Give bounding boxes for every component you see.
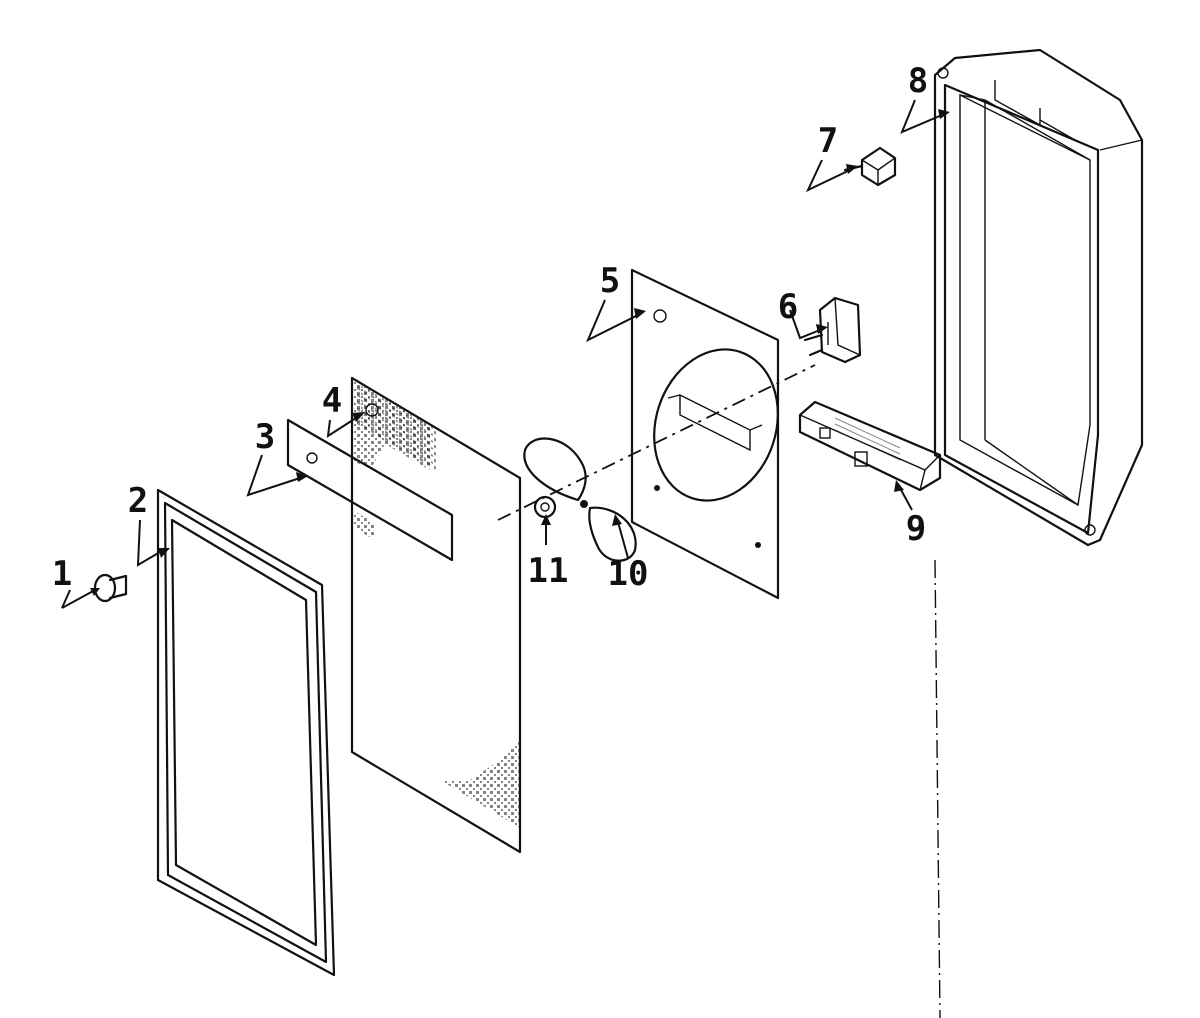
callout-4: 4: [322, 381, 342, 421]
callout-8: 8: [908, 61, 928, 101]
callout-1: 1: [52, 554, 72, 594]
callout-leaders: [61, 99, 950, 609]
callout-2: 2: [128, 481, 148, 521]
part-6-control: [803, 296, 862, 364]
callout-5: 5: [600, 261, 620, 301]
callout-10: 10: [608, 554, 649, 594]
part-5-bracket-plate: [630, 268, 780, 600]
part-8-housing: [933, 48, 1144, 547]
part-9-terminal-strip: [798, 400, 942, 492]
part-3-panel-strip: [286, 418, 454, 562]
part-11-hub: [533, 495, 557, 519]
callout-6: 6: [778, 287, 798, 327]
part-2-door-frame: [156, 488, 336, 977]
assembly-axis-lines: [497, 364, 941, 1018]
callout-9: 9: [906, 509, 926, 549]
part-10-fan-blade: [523, 437, 637, 562]
callout-labels: 1 2 3 4 5 6 7 8 9 10 11: [52, 61, 928, 594]
callout-11: 11: [528, 551, 569, 591]
part-4-grille-panel: [350, 376, 522, 854]
callout-7: 7: [818, 121, 838, 161]
callout-3: 3: [255, 417, 275, 457]
